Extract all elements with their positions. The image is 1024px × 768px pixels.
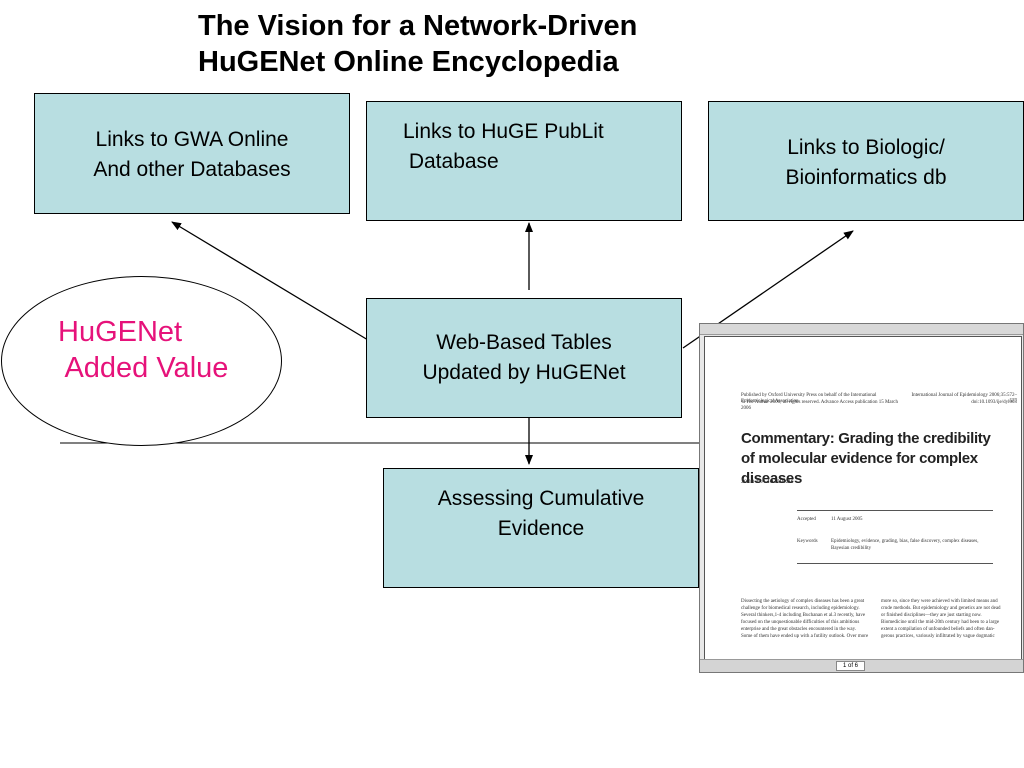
keywords-label: Keywords — [797, 539, 818, 544]
box-gwa-line1: Links to GWA Online — [95, 128, 289, 151]
box-assess-line1: Assessing Cumulative — [437, 487, 645, 510]
article-title: Commentary: Grading the credibility of m… — [741, 430, 991, 487]
body-text-line: challenge for biomedical research, inclu… — [741, 606, 860, 611]
article-author: John P A Ioannidis — [741, 477, 794, 485]
accepted-value: 11 August 2005 — [831, 517, 863, 522]
box-publit-line1: Links to HuGE PubLit — [403, 120, 604, 143]
arrow-to-gwa — [171, 221, 369, 341]
body-text-line: Biomedicine until the mid-20th century h… — [881, 620, 1000, 625]
box-web-tables: Web-Based Tables Updated by HuGENet — [366, 298, 682, 418]
viewer-statusbar: 1 of 6 — [700, 659, 1023, 672]
article-screenshot: Published by Oxford University Press on … — [699, 323, 1024, 673]
body-text-line: more so, since they were achieved with l… — [881, 599, 998, 604]
body-text-line: Some of them have ended up with a futili… — [741, 634, 869, 639]
added-value-text: HuGENet Added Value — [58, 314, 228, 386]
body-text-line: crude methods. But epidemiology and gene… — [881, 606, 1001, 611]
added-value-line2: Added Value — [58, 352, 229, 384]
body-text-line: enterprise and the great obstacles encou… — [741, 627, 857, 632]
body-text-line: or finished disciplines—they are just st… — [881, 613, 982, 618]
body-text-line: Several thinkers,1-4 including Buchanan … — [741, 613, 866, 618]
box-publit-links: Links to HuGE PubLit Database — [366, 101, 682, 221]
body-column-right: more so, since they were achieved with l… — [881, 599, 1009, 641]
slide-title: The Vision for a Network-Driven HuGENet … — [198, 8, 637, 80]
journal-header-left-2: © The Author 2006; all rights reserved. … — [741, 400, 899, 411]
body-text-line: extent a compilation of unfounded belief… — [881, 627, 995, 632]
box-assess-line2: Evidence — [497, 517, 585, 540]
added-value-line1: HuGENet — [58, 316, 183, 348]
box-bio-line2: Bioinformatics db — [785, 166, 947, 189]
box-assessing-evidence: Assessing Cumulative Evidence — [383, 468, 699, 588]
body-text-line: Dissecting the aetiology of complex dise… — [741, 599, 865, 604]
added-value-ellipse — [1, 276, 282, 446]
box-web-line1: Web-Based Tables — [436, 331, 612, 354]
meta-rule-top — [797, 510, 993, 511]
body-column-left: Dissecting the aetiology of complex dise… — [741, 599, 869, 641]
meta-rule-bottom — [797, 563, 993, 564]
box-bio-links: Links to Biologic/ Bioinformatics db — [708, 101, 1024, 221]
slide-title-line1: The Vision for a Network-Driven — [198, 10, 638, 42]
accepted-label: Accepted — [797, 517, 816, 522]
viewer-toolbar — [700, 324, 1023, 335]
body-text-line: gerous practices, variously infiltrated … — [881, 634, 995, 639]
slide-title-line2: HuGENet Online Encyclopedia — [198, 46, 619, 78]
box-gwa-links: Links to GWA Online And other Databases — [34, 93, 350, 214]
body-text-line: focused on the unquestionable difficulti… — [741, 620, 860, 625]
keywords-value-2: Bayesian credibility — [831, 546, 872, 551]
journal-header-left-1: Published by Oxford University Press on … — [741, 393, 877, 404]
keywords-value-1: Epidemiology, evidence, grading, bias, f… — [831, 539, 979, 544]
page-indicator[interactable]: 1 of 6 — [836, 661, 866, 671]
box-gwa-line2: And other Databases — [93, 158, 291, 181]
journal-header-right-2: doi:10.1093/ije/dyl003 — [971, 400, 1017, 405]
article-page: Published by Oxford University Press on … — [704, 336, 1022, 662]
box-web-line2: Updated by HuGENet — [422, 361, 626, 384]
box-bio-line1: Links to Biologic/ — [787, 136, 945, 159]
journal-header-right-1: International Journal of Epidemiology 20… — [911, 393, 1017, 404]
box-publit-line2: Database — [403, 150, 499, 173]
